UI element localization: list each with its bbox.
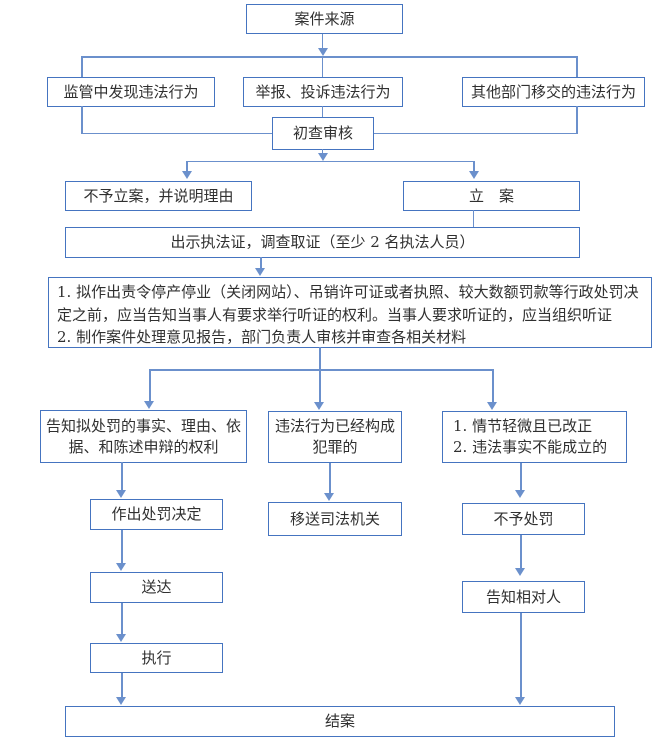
- minor-item-2: 2. 违法事实不能成立的: [453, 438, 608, 456]
- connector-drop-file-case: [473, 161, 475, 173]
- arrowhead-hearing: [255, 268, 266, 276]
- connector-discover-into-review: [81, 132, 273, 135]
- connector-rights-to-decision: [121, 462, 123, 492]
- arrowhead-delivery: [116, 563, 127, 571]
- arrowhead-close-right: [515, 697, 526, 705]
- arrowhead-file-case: [469, 171, 479, 179]
- connector-drop-minor: [492, 370, 494, 403]
- node-initial-review: 初查审核: [272, 117, 374, 150]
- arrowhead-decision: [116, 490, 127, 498]
- connector-delivery-to-execute: [121, 603, 123, 637]
- node-case-source: 案件来源: [246, 4, 403, 34]
- node-report-complaint: 举报、投诉违法行为: [243, 77, 403, 107]
- connector-transfer-into-review: [374, 132, 577, 135]
- connector-file-case-down: [472, 210, 474, 228]
- node-close-case: 结案: [65, 706, 615, 737]
- arrowhead-execute: [116, 634, 127, 642]
- connector-drop-discover: [81, 57, 83, 77]
- connector-transfer-down: [576, 105, 578, 134]
- connector-drop-crime: [319, 370, 321, 403]
- node-transfer-judicial: 移送司法机关: [268, 502, 402, 536]
- connector-minor-to-no-penalty: [520, 463, 522, 492]
- node-constitutes-crime: 违法行为已经构成犯罪的: [268, 411, 402, 463]
- connector-split-line-1: [186, 160, 475, 163]
- node-execute: 执行: [90, 643, 223, 673]
- arrowhead-notify-rights: [144, 401, 155, 409]
- node-hearing-notice: 1. 拟作出责令停产停业（关闭网站）、吊销许可证或者执照、较大数额罚款等行政处罚…: [48, 277, 652, 348]
- arrowhead-minor: [487, 402, 498, 410]
- connector-hearing-down: [319, 347, 321, 371]
- connector-notify-to-close: [520, 613, 522, 699]
- connector-execute-to-close: [121, 673, 123, 699]
- connector-review-down: [321, 149, 324, 155]
- connector-top-distribution: [81, 56, 578, 58]
- node-file-case: 立 案: [403, 181, 580, 211]
- arrowhead-review-split: [317, 153, 328, 161]
- connector-drop-transfer: [576, 57, 578, 77]
- connector-no-penalty-to-notify: [520, 535, 522, 570]
- node-no-case: 不予立案，并说明理由: [65, 181, 252, 211]
- node-penalty-decision: 作出处罚决定: [90, 499, 223, 530]
- connector-drop-notify-rights: [149, 370, 151, 402]
- connector-decision-to-delivery: [121, 530, 123, 566]
- connector-drop-report: [321, 57, 324, 77]
- arrowhead-no-penalty: [515, 490, 526, 498]
- arrowhead-notify-party: [515, 568, 526, 576]
- arrowhead-judicial: [324, 493, 335, 501]
- node-delivery: 送达: [90, 572, 223, 603]
- connector-report-into-review: [321, 105, 324, 118]
- connector-split-line-2: [149, 369, 494, 371]
- node-notify-party: 告知相对人: [462, 581, 585, 613]
- arrowhead-crime: [314, 402, 325, 410]
- node-minor-or-unfounded: 1. 情节轻微且已改正 2. 违法事实不能成立的: [442, 411, 627, 463]
- node-no-penalty: 不予处罚: [462, 503, 585, 535]
- connector-discover-down: [81, 105, 83, 134]
- arrowhead-close-left: [116, 697, 127, 705]
- connector-case-source-down: [321, 34, 324, 49]
- node-show-credentials-evidence: 出示执法证，调查取证（至少 2 名执法人员）: [65, 227, 580, 258]
- node-notify-rights: 告知拟处罚的事实、理由、依据、和陈述申辩的权利: [40, 410, 247, 463]
- arrowhead-no-case: [182, 171, 192, 179]
- connector-evidence-down: [260, 257, 262, 270]
- connector-drop-no-case: [186, 161, 188, 173]
- connector-crime-to-judicial: [329, 463, 331, 495]
- hearing-item-2: 2. 制作案件处理意见报告，部门负责人审核并审查各相关材料: [57, 328, 467, 346]
- node-transfer-other-dept: 其他部门移交的违法行为: [462, 77, 645, 107]
- hearing-item-1: 1. 拟作出责令停产停业（关闭网站）、吊销许可证或者执照、较大数额罚款等行政处罚…: [57, 283, 639, 324]
- node-discover-violation: 监管中发现违法行为: [47, 77, 215, 107]
- arrowhead-case-source: [317, 48, 328, 56]
- minor-item-1: 1. 情节轻微且已改正: [453, 417, 593, 435]
